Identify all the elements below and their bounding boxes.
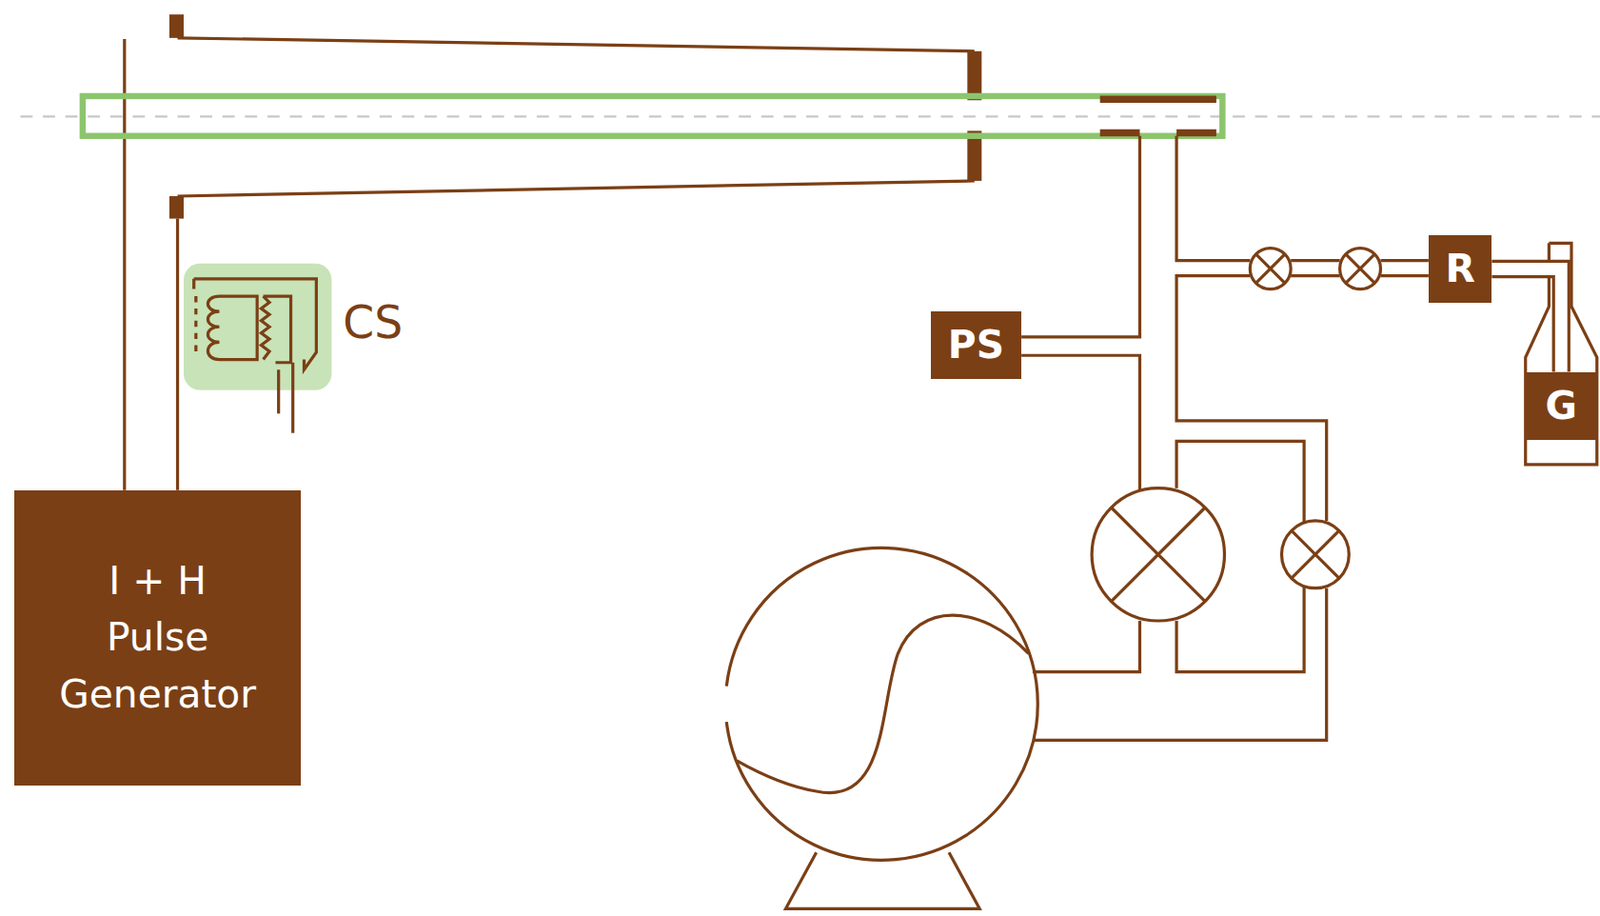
tube-fitting [1100, 129, 1141, 138]
valve [1340, 248, 1382, 290]
gas-line [1491, 268, 1561, 372]
flange [169, 196, 184, 219]
vacuum-pump [726, 547, 1038, 909]
axis-line [19, 115, 1600, 118]
tube-fitting [1176, 129, 1217, 138]
part-label: CS [342, 296, 403, 349]
electrode-wire [122, 39, 126, 491]
pipe-wall [1491, 268, 1561, 372]
node-text: I + H Pulse Generator [53, 553, 263, 722]
gate-valve [1091, 488, 1225, 621]
current-sensor-symbol [194, 278, 317, 434]
flange [967, 51, 982, 100]
node-text: PS [948, 316, 1005, 374]
tube-fitting [1100, 95, 1217, 103]
valve [1282, 520, 1350, 589]
component-box: R [1428, 235, 1492, 303]
horn-edge [177, 38, 975, 52]
current-sensor-ground [183, 263, 332, 391]
node-text: G [1545, 377, 1578, 435]
vacuum-pipe [1021, 136, 1429, 741]
component-box: G [1525, 372, 1598, 440]
discharge-tube [82, 96, 1223, 137]
valve [1249, 248, 1291, 290]
pipe-bore [1491, 268, 1561, 372]
horn-edge [177, 180, 975, 197]
electrode-wire [176, 218, 179, 491]
node-text: R [1444, 240, 1475, 297]
flange [169, 14, 184, 39]
component-box: PS [930, 311, 1022, 379]
generator-box: I + H Pulse Generator [14, 490, 301, 787]
